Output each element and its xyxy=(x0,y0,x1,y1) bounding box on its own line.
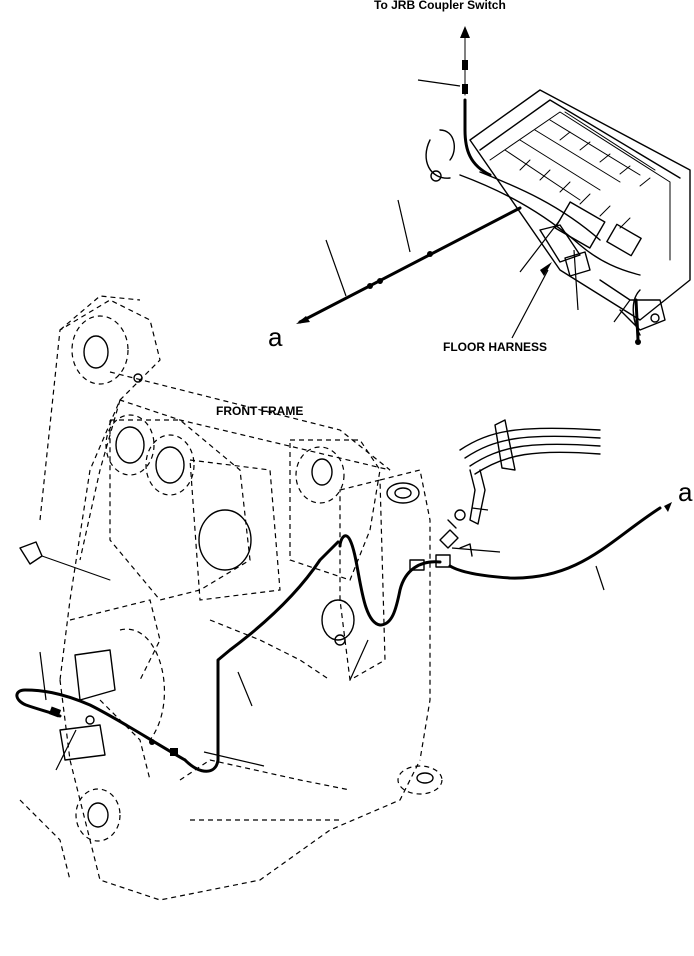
fuse-panel-drawing xyxy=(425,26,691,345)
floor-harness-label: FLOOR HARNESS xyxy=(443,340,548,354)
connector-a-label-right: a xyxy=(678,477,693,507)
front-frame-drawing xyxy=(19,295,443,901)
jrb-coupler-switch-label: To JRB Coupler Switch xyxy=(374,0,506,12)
connector-a-label-left: a xyxy=(268,322,283,352)
front-frame-label: FRONT FRAME xyxy=(216,404,304,418)
leader-lines xyxy=(39,79,631,771)
harness-cables xyxy=(15,206,672,773)
